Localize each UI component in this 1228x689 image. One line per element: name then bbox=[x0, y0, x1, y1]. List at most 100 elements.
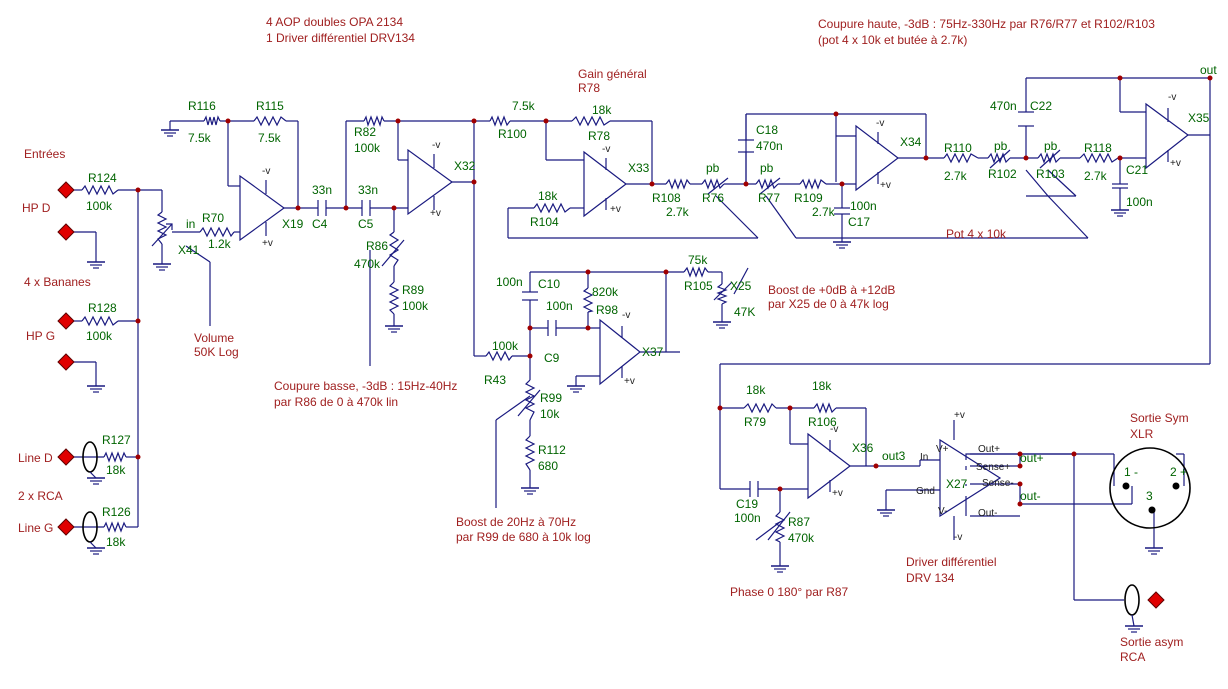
supply-x36-neg: -v bbox=[830, 424, 838, 435]
label-x27: X27 bbox=[946, 477, 968, 491]
value-r112: 680 bbox=[538, 459, 558, 473]
label-out: out bbox=[1200, 63, 1217, 77]
supply-x37-pos: +v bbox=[624, 376, 635, 387]
pb-r103: pb bbox=[1044, 139, 1058, 153]
value-r86: 470k bbox=[354, 257, 381, 271]
label-r76: R76 bbox=[702, 191, 724, 205]
value-c10: 100n bbox=[496, 275, 523, 289]
value-r127: 18k bbox=[106, 463, 126, 477]
label-r77: R77 bbox=[758, 191, 780, 205]
label-c10: C10 bbox=[538, 277, 560, 291]
pb-r77: pb bbox=[760, 161, 774, 175]
annotations: 4 AOP doubles OPA 2134 1 Driver différen… bbox=[18, 15, 1189, 664]
label-x33: X33 bbox=[628, 161, 650, 175]
label-r104: R104 bbox=[530, 215, 559, 229]
label-c21: C21 bbox=[1126, 163, 1148, 177]
label-r116: R116 bbox=[188, 99, 216, 113]
note-boost12-1: Boost de +0dB à +12dB bbox=[768, 283, 895, 297]
value-c5: 33n bbox=[358, 183, 378, 197]
label-r103: R103 bbox=[1036, 167, 1065, 181]
value-r78: 18k bbox=[592, 103, 612, 117]
note-rca-in: 2 x RCA bbox=[18, 489, 63, 503]
note-sortie-asym-1: Sortie asym bbox=[1120, 635, 1183, 649]
note-volume-2: 50K Log bbox=[194, 345, 239, 359]
note-cut-low-1: Coupure basse, -3dB : 15Hz-40Hz bbox=[274, 379, 457, 393]
value-r79: 18k bbox=[746, 383, 766, 397]
note-aop-1: 4 AOP doubles OPA 2134 bbox=[266, 15, 403, 29]
pin-in: In bbox=[920, 452, 928, 463]
value-r99: 10k bbox=[540, 407, 560, 421]
value-c21: 100n bbox=[1126, 195, 1153, 209]
label-x35: X35 bbox=[1188, 111, 1210, 125]
label-r127: R127 bbox=[102, 433, 131, 447]
value-c17: 100n bbox=[850, 199, 877, 213]
value-r108: 2.7k bbox=[666, 205, 690, 219]
drv134-internal bbox=[965, 453, 1020, 516]
label-r109: R109 bbox=[794, 191, 823, 205]
label-r126: R126 bbox=[102, 505, 131, 519]
value-r128: 100k bbox=[86, 329, 113, 343]
label-r105: R105 bbox=[684, 279, 713, 293]
value-c9: 100n bbox=[546, 299, 573, 313]
supply-x32-neg: -v bbox=[432, 140, 440, 151]
note-entrees: Entrées bbox=[24, 147, 65, 161]
note-boost20-2: par R99 de 680 à 10k log bbox=[456, 530, 591, 544]
note-cutoff-high-1: Coupure haute, -3dB : 75Hz-330Hz par R76… bbox=[818, 17, 1155, 31]
label-xlr-1: 1 - bbox=[1124, 465, 1138, 479]
label-r98: R98 bbox=[596, 303, 618, 317]
supply-x19-neg: -v bbox=[262, 166, 270, 177]
note-sortie-sym-2: XLR bbox=[1130, 427, 1154, 441]
label-x25: X25 bbox=[730, 279, 752, 293]
label-out3: out3 bbox=[882, 449, 906, 463]
label-c19: C19 bbox=[736, 497, 758, 511]
value-r70: 1.2k bbox=[208, 237, 232, 251]
label-in: in bbox=[186, 217, 195, 231]
supply-x27-pos: +v bbox=[954, 410, 965, 421]
pin-vp: V+ bbox=[936, 444, 949, 455]
resistors bbox=[81, 115, 1119, 543]
input-connectors bbox=[57, 181, 1165, 627]
note-phase: Phase 0 180° par R87 bbox=[730, 585, 849, 599]
potentiometer-wipers bbox=[151, 149, 1061, 541]
value-r104: 18k bbox=[538, 189, 558, 203]
supply-labels: -v +v -v +v -v +v -v +v -v +v -v +v -v +… bbox=[262, 92, 1181, 543]
supply-x32-pos: +v bbox=[430, 208, 441, 219]
capacitors bbox=[317, 111, 1128, 497]
label-outp: out+ bbox=[1020, 451, 1044, 465]
component-labels: R124 100k R128 100k R127 18k R126 18k X4… bbox=[86, 63, 1217, 549]
label-c22: C22 bbox=[1030, 99, 1052, 113]
value-c22: 470n bbox=[990, 99, 1017, 113]
value-r126: 18k bbox=[106, 535, 126, 549]
value-r106: 18k bbox=[812, 379, 832, 393]
label-r100: R100 bbox=[498, 127, 527, 141]
value-r110: 2.7k bbox=[944, 169, 968, 183]
value-r116: 7.5k bbox=[188, 131, 212, 145]
value-x25: 47K bbox=[734, 305, 755, 319]
value-r43: 100k bbox=[492, 339, 519, 353]
junction-dots bbox=[135, 75, 1213, 507]
supply-x35-pos: +v bbox=[1170, 158, 1181, 169]
label-r78: R78 bbox=[588, 129, 610, 143]
label-x19: X19 bbox=[282, 217, 304, 231]
supply-x34-neg: -v bbox=[876, 118, 884, 129]
label-r86: R86 bbox=[366, 239, 388, 253]
supply-x33-neg: -v bbox=[602, 144, 610, 155]
note-cut-low-2: par R86 de 0 à 470k lin bbox=[274, 395, 398, 409]
input-hp-g: HP G bbox=[26, 329, 55, 343]
note-aop-2: 1 Driver différentiel DRV134 bbox=[266, 31, 415, 45]
op-amps bbox=[239, 102, 1189, 518]
note-sortie-sym-1: Sortie Sym bbox=[1130, 411, 1189, 425]
supply-x27-neg: -v bbox=[954, 532, 962, 543]
label-xlr-2: 2 + bbox=[1170, 465, 1187, 479]
label-c9: C9 bbox=[544, 351, 560, 365]
label-r128: R128 bbox=[88, 301, 117, 315]
label-r124: R124 bbox=[88, 171, 117, 185]
value-r115: 7.5k bbox=[258, 131, 282, 145]
value-r124: 100k bbox=[86, 199, 113, 213]
label-x32: X32 bbox=[454, 159, 476, 173]
label-r99: R99 bbox=[540, 391, 562, 405]
pin-outp: Out+ bbox=[978, 444, 1000, 455]
note-cutoff-high-2: (pot 4 x 10k et butée à 2.7k) bbox=[818, 33, 967, 47]
value-c18: 470n bbox=[756, 139, 783, 153]
